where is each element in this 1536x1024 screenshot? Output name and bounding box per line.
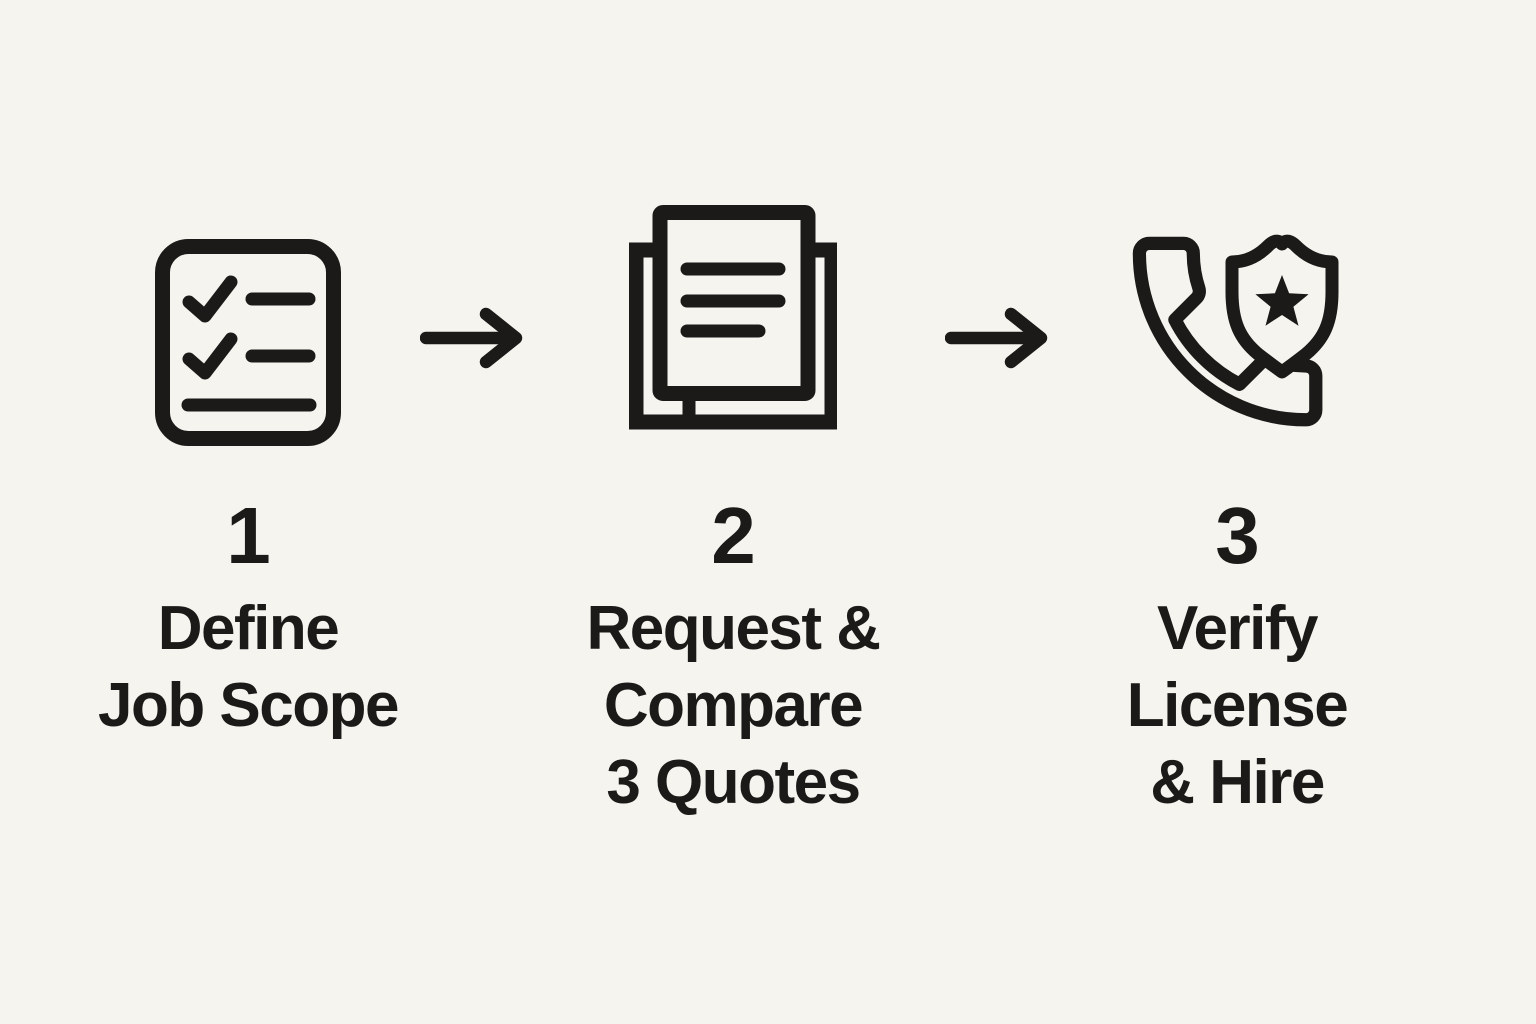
step-define-job-scope: 1 Define Job Scope (18, 0, 478, 1024)
step-verify-license-hire: 3 Verify License & Hire (1007, 0, 1467, 1024)
arrow-right-icon (945, 302, 1055, 374)
step-number: 3 (1215, 491, 1260, 580)
phone-shield-icon (1132, 228, 1342, 438)
step-number: 2 (711, 491, 756, 580)
stacked-documents-icon (629, 205, 837, 431)
step-number: 1 (226, 491, 271, 580)
star (1255, 275, 1309, 326)
step-label: Request & Compare 3 Quotes (586, 594, 881, 817)
step-label: Verify License & Hire (1126, 594, 1349, 817)
checklist-icon (154, 238, 342, 447)
arrow-right-icon (420, 302, 530, 374)
step-request-compare-quotes: 2 Request & Compare 3 Quotes (503, 0, 963, 1024)
step-label: Define Job Scope (97, 594, 400, 740)
